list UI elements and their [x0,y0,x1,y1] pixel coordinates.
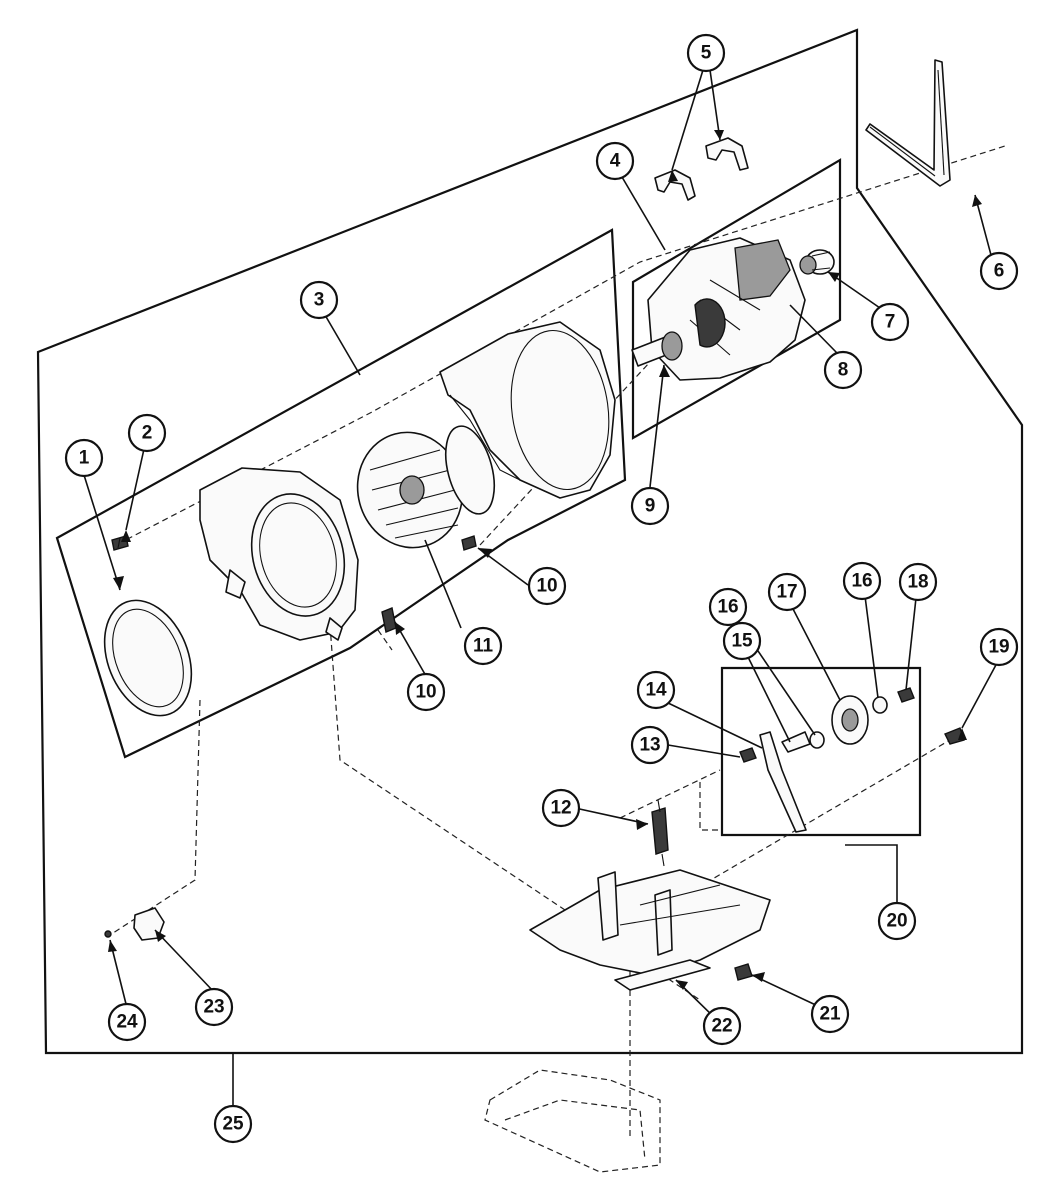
callout-1: 1 [64,438,104,478]
svg-text:17: 17 [776,582,797,603]
svg-text:24: 24 [116,1012,138,1033]
assembly-outline [36,28,1024,1055]
idler-spring-part [651,799,669,867]
callout-19: 19 [979,627,1019,667]
alignment-lines [109,145,1006,1173]
callout-20: 20 [877,901,917,941]
callout-9: 9 [630,486,670,526]
svg-text:14: 14 [645,680,667,701]
callout-10-lower: 10 [406,672,446,712]
callout-11: 11 [463,626,503,666]
screw-24 [104,930,112,938]
svg-text:7: 7 [885,312,896,333]
callout-15: 15 [722,621,762,661]
svg-text:18: 18 [907,572,928,593]
seal-ring-part [103,599,193,717]
svg-text:3: 3 [314,290,325,311]
blower-housing-plate [199,467,359,641]
callout-7: 7 [870,302,910,342]
svg-text:8: 8 [838,360,849,381]
svg-text:13: 13 [639,735,660,756]
svg-text:4: 4 [610,151,621,172]
svg-text:21: 21 [819,1004,841,1025]
callout-24: 24 [107,1002,147,1042]
svg-text:16: 16 [717,597,738,618]
svg-text:20: 20 [886,911,907,932]
callout-13: 13 [630,725,670,765]
idler-washer-16b [872,696,888,714]
callout-23: 23 [194,987,234,1027]
motor-mount-base [529,869,771,991]
callout-14: 14 [636,670,676,710]
svg-text:15: 15 [731,631,753,652]
callout-3: 3 [299,280,339,320]
callout-25: 25 [213,1104,253,1144]
svg-text:10: 10 [415,682,436,703]
idler-shaft-part [781,731,811,753]
callout-5: 5 [686,33,726,73]
callout-21: 21 [810,994,850,1034]
callout-10-upper: 10 [527,566,567,606]
callout-2: 2 [127,413,167,453]
svg-text:16: 16 [851,571,872,592]
blower-panel-outline [55,228,627,759]
bracket-nut-13 [739,747,757,763]
callout-12: 12 [541,788,581,828]
callout-16-right: 16 [842,561,882,601]
svg-text:5: 5 [701,43,712,64]
motor-clamp-right [705,137,749,171]
motor-clamp-left [654,169,696,201]
callout-17: 17 [767,572,807,612]
motor-panel-outline [631,158,842,440]
callout-6: 6 [979,251,1019,291]
blower-scroll-housing [439,321,616,499]
blower-wheel-part [356,425,496,549]
callout-16-left: 16 [708,587,748,627]
callout-18: 18 [898,562,938,602]
svg-text:2: 2 [142,423,153,444]
idler-washer-16a [809,731,825,749]
svg-text:11: 11 [473,636,494,657]
mount-nut-21 [734,963,753,981]
svg-text:23: 23 [203,997,224,1018]
idler-pulley-part [831,695,869,745]
svg-text:9: 9 [645,496,656,517]
screw-10-bottom [381,607,397,633]
svg-text:12: 12 [550,798,571,819]
callout-4: 4 [595,141,635,181]
callout-22: 22 [702,1006,742,1046]
svg-text:1: 1 [79,448,90,469]
drive-motor-part [631,237,806,381]
svg-text:10: 10 [536,576,557,597]
arrowheads [108,130,982,990]
idler-box-outline [720,666,922,837]
screw-10-top [461,535,477,551]
svg-text:19: 19 [988,637,1009,658]
svg-text:6: 6 [994,261,1005,282]
svg-text:25: 25 [222,1114,244,1135]
motor-pulley-part [799,249,835,275]
leader-lines [83,69,998,1105]
callout-8: 8 [823,350,863,390]
idler-nut-part [897,687,915,703]
svg-text:22: 22 [711,1016,732,1037]
drive-belt-part [865,59,951,187]
idler-bracket-part [759,731,807,833]
